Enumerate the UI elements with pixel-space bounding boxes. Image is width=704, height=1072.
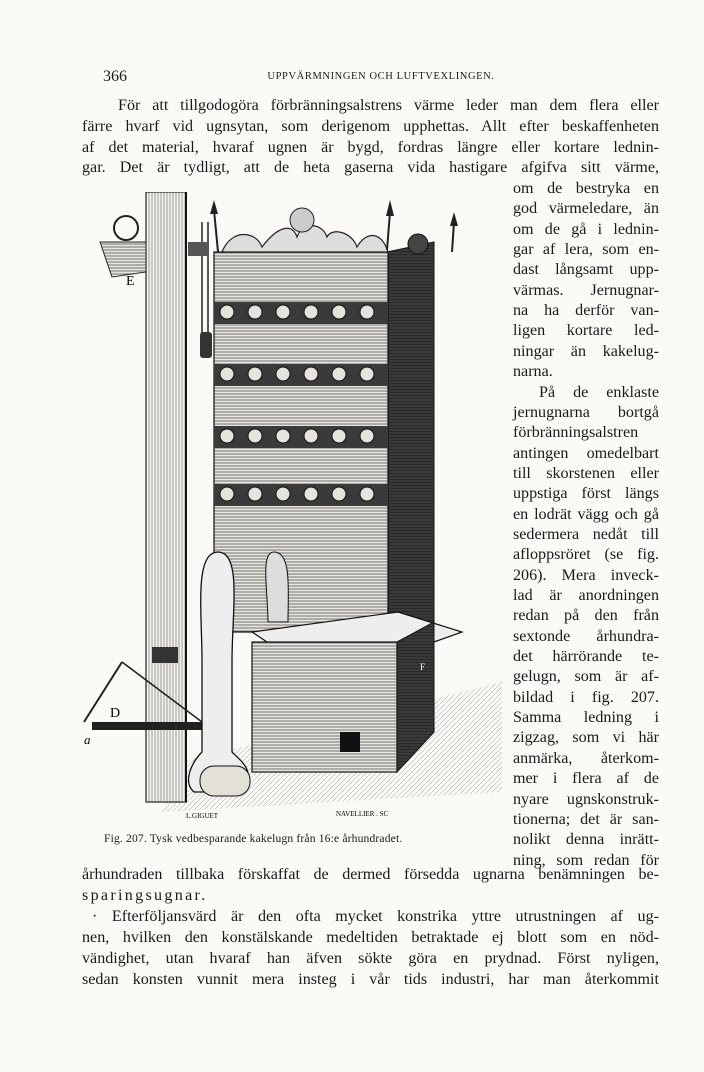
signature-left: L.GIGUET: [186, 812, 219, 820]
side-column-line: nyare ugnskonstruk-: [513, 790, 659, 808]
side-column-line: lad är anordningen: [513, 587, 659, 604]
side-column-line: mer i flera af de: [513, 770, 659, 788]
figure-caption: Fig. 207. Tysk vedbesparande kakelugn fr…: [104, 832, 403, 845]
side-column-line: en lodrät vägg och gå: [513, 505, 659, 523]
firebox: [251, 641, 398, 773]
wall-post: [145, 191, 187, 803]
label-E: E: [126, 274, 135, 289]
signature-right: NAVELLIER . SC: [336, 810, 389, 818]
side-column-line: redan på den från: [513, 607, 659, 625]
side-column-line: På de enklaste: [539, 383, 659, 401]
side-column-line: förbränningsalstren: [513, 424, 639, 442]
side-column-line: zigzag, som vi här: [513, 729, 659, 747]
side-column-line: narna.: [513, 363, 553, 381]
side-column-line: Samma ledning i: [513, 709, 659, 727]
side-column-line: anmärka, återkom-: [513, 749, 659, 767]
side-column-line: afloppsröret (se fig.: [513, 546, 659, 564]
paragraph-1-line: af det material, hvaraf ugnen är bygd, f…: [82, 139, 659, 156]
page-number: 366: [103, 68, 127, 85]
side-column-line: värmas. Jernugnar-: [513, 281, 659, 299]
side-column-line: ligen kortare led-: [513, 322, 659, 340]
paragraph-3-line: vändighet, utan hvaraf han äfven sökte g…: [82, 950, 659, 967]
side-column-line: tionerna; det är san-: [513, 810, 659, 828]
label-F: F: [420, 662, 425, 672]
side-column-line: dast långsamt upp-: [513, 261, 659, 279]
side-column-line: antingen omedelbart: [513, 444, 659, 462]
side-column-line: sedermera nedåt till: [513, 525, 659, 543]
paragraph-3-line: sedan konsten vunnit mera insteg i vår t…: [82, 971, 659, 988]
label-D: D: [110, 706, 120, 721]
side-column-line: om de bestryka en: [513, 180, 659, 197]
side-column-line: bildad i fig. 207.: [513, 688, 659, 706]
paragraph-3-line: · Efterföljansvärd är den ofta mycket ko…: [92, 908, 659, 925]
label-a: a: [84, 732, 91, 747]
side-column-line: jernugnarna bortgå: [513, 403, 659, 421]
side-column-line: gar af lera, som en-: [513, 241, 659, 259]
side-column-line: nolikt denna inrätt-: [513, 831, 659, 849]
side-column-line: om de gå i lednin-: [513, 220, 659, 238]
paragraph-3-line: nen, hvilken den konstälskande medeltide…: [82, 929, 659, 946]
side-column-line: god värmeledare, än: [513, 200, 659, 218]
side-column-line: ning, som redan för: [513, 851, 659, 869]
side-column-line: na ha derför van-: [513, 302, 659, 320]
side-column-line: till skorstenen eller: [513, 464, 659, 482]
side-column-line: 206). Mera inveck-: [513, 566, 659, 584]
running-title: UPPVÄRMNINGEN OCH LUFTVEXLINGEN.: [267, 71, 495, 82]
side-column-line: det härrörande te-: [513, 648, 659, 666]
side-column-line: gelugn, som är af-: [513, 668, 659, 686]
stove-engraving: E D a: [83, 191, 502, 820]
paragraph-1-line: gar. Det är tydligt, att de heta gaserna…: [82, 159, 659, 176]
counterweight: [200, 332, 212, 358]
page-header: 366 UPPVÄRMNINGEN OCH LUFTVEXLINGEN.: [103, 68, 659, 88]
side-column-line: sextonde århundra-: [513, 627, 659, 645]
stove-side-shadow: [386, 241, 435, 633]
paragraph-1-line: För att tillgodogöra förbränningsalstren…: [118, 97, 659, 114]
paragraph-1-line: färre hvarf vid ugnsytan, som derigenom …: [82, 118, 659, 135]
figure-207: E D a: [82, 191, 502, 822]
side-column-line: uppstiga först längs: [513, 485, 659, 503]
side-column-line: ningar än kakelug-: [513, 342, 659, 360]
face-tiles: [214, 302, 388, 506]
paragraph-2-line: sparingsugnar.: [82, 887, 208, 904]
paragraph-2-line: århundraden tillbaka förskaffat de derme…: [82, 866, 659, 883]
